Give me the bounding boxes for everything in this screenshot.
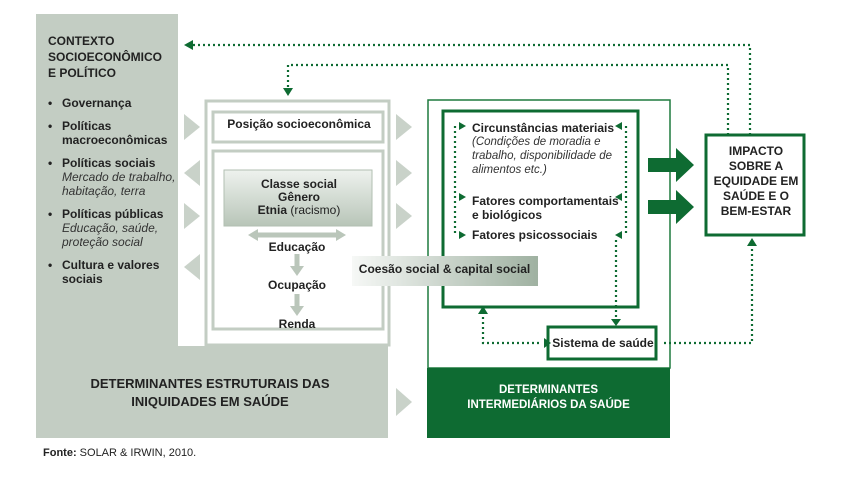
context-item-politicas-macro: • Políticas macroeconômicas <box>48 119 168 147</box>
fatores-psicossociais: Fatores psicossociais <box>472 228 598 242</box>
source-note: Fonte: SOLAR & IRWIN, 2010. <box>43 447 197 459</box>
impacto-label: IMPACTO SOBRE A EQUIDADE EM SAÚDE E O BE… <box>713 144 799 218</box>
impacto-box <box>704 133 806 237</box>
context-arrow-4 <box>184 254 200 280</box>
context-item-cultura: • Cultura e valores sociais <box>48 258 160 286</box>
fatores-comportamentais: Fatores comportamentais e biológicos <box>472 194 619 222</box>
big-arrow-lower <box>648 190 694 224</box>
context-item-politicas-sociais: • Políticas sociais Mercado de trabalho,… <box>48 156 176 198</box>
renda-label: Renda <box>278 317 316 331</box>
context-title: CONTEXTO SOCIOECONÔMICO E POLÍTICO <box>48 34 163 80</box>
circunstancias-materiais: Circunstâncias materiais (Condições de m… <box>472 121 622 177</box>
context-arrow-3 <box>184 203 200 229</box>
educacao-label: Educação <box>268 240 326 254</box>
struct-arrow-2 <box>396 160 412 186</box>
circ-title: Circunstâncias materiais <box>472 121 615 135</box>
ocupacao-label: Ocupação <box>267 278 327 292</box>
struct-arrow-1 <box>396 114 412 140</box>
feedback-to-structural <box>286 63 730 135</box>
genero-label: Gênero <box>277 190 320 204</box>
intermediate-label-box <box>427 368 670 438</box>
sistema-label: Sistema de saúde <box>552 336 654 350</box>
classe-label: Classe social <box>260 177 338 191</box>
position-label: Posição socioeconômica <box>227 117 371 131</box>
classe-genero-etnia: Classe social Gênero Etnia (racismo) <box>224 178 374 217</box>
feedback-to-context <box>192 43 752 135</box>
structural-label: DETERMINANTES ESTRUTURAIS DAS INIQUIDADE… <box>90 376 330 409</box>
class-box-inner <box>223 169 373 227</box>
context-item-governanca: • Governança <box>48 96 132 110</box>
coesao-label: Coesão social & capital social <box>358 262 531 276</box>
context-arrow-2 <box>184 160 200 186</box>
context-panel <box>36 14 388 438</box>
coesao-bar <box>352 256 538 286</box>
etnia-label: Etnia <box>257 203 287 217</box>
big-arrow-upper <box>648 148 694 182</box>
intermediate-label: DETERMINANTES INTERMEDIÁRIOS DA SAÚDE <box>467 384 630 411</box>
struct-arrow-4 <box>396 388 412 416</box>
context-item-politicas-publicas: • Políticas públicas Educação, saúde, pr… <box>48 207 164 249</box>
feedback-sistema-impacto <box>664 246 754 345</box>
arrow-to-ocupacao <box>290 266 304 276</box>
arrow-to-renda <box>290 306 304 316</box>
racismo-label: (racismo) <box>290 203 341 217</box>
context-arrow-1 <box>184 114 200 140</box>
circ-sub: (Condições de moradia e trabalho, dispon… <box>472 136 613 176</box>
struct-arrow-3 <box>396 203 412 229</box>
position-box <box>211 110 385 144</box>
context-list: • Governança • Políticas macroeconômicas… <box>48 96 183 295</box>
sistema-box <box>546 325 658 361</box>
